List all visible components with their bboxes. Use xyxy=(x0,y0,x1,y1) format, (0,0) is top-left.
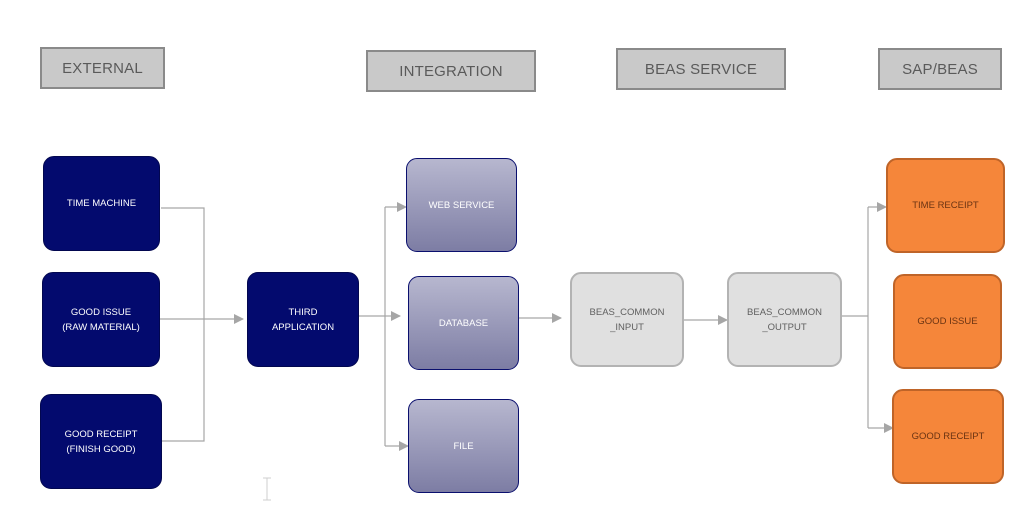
node-database: DATABASE xyxy=(408,276,519,370)
header-sap-beas: SAP/BEAS xyxy=(878,48,1002,90)
node-sap-good-issue: GOOD ISSUE xyxy=(893,274,1002,369)
connector-time-machine xyxy=(161,207,205,319)
node-good-receipt-finish-good: GOOD RECEIPT (FINISH GOOD) xyxy=(40,394,162,489)
node-time-machine: TIME MACHINE xyxy=(43,156,160,251)
header-integration: INTEGRATION xyxy=(366,50,536,92)
header-beas-service: BEAS SERVICE xyxy=(616,48,786,90)
text-cursor-icon xyxy=(263,477,271,501)
node-beas-common-output: BEAS_COMMON _OUTPUT xyxy=(727,272,842,367)
node-web-service: WEB SERVICE xyxy=(406,158,517,252)
node-beas-common-input: BEAS_COMMON _INPUT xyxy=(570,272,684,367)
node-file: FILE xyxy=(408,399,519,493)
header-external: EXTERNAL xyxy=(40,47,165,89)
node-time-receipt: TIME RECEIPT xyxy=(886,158,1005,253)
connector-good-receipt xyxy=(162,319,205,442)
node-sap-good-receipt: GOOD RECEIPT xyxy=(892,389,1004,484)
node-third-application: THIRD APPLICATION xyxy=(247,272,359,367)
node-good-issue-raw-material: GOOD ISSUE (RAW MATERIAL) xyxy=(42,272,160,367)
